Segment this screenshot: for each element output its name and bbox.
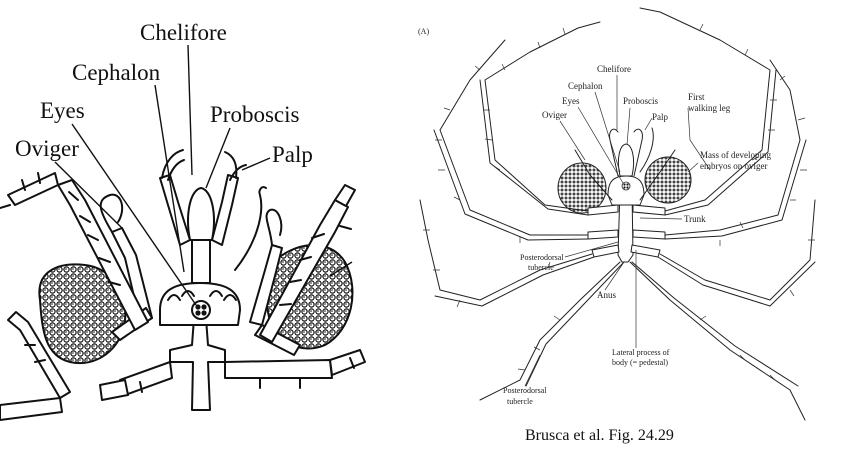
right-label-trunk: Trunk [684,214,706,224]
left-label-chelifore: Chelifore [140,20,227,45]
left-egg-mass-left [38,263,127,365]
left-label-palp: Palp [272,142,313,167]
right-label-eyes: Eyes [562,96,580,106]
right-label-posterodorsal-upper-line1: Posterodorsal [520,253,564,262]
right-label-palp: Palp [652,112,669,122]
right-label-proboscis: Proboscis [623,96,659,106]
left-anatomy-drawing: Chelifore Cephalon Eyes Proboscis Oviger… [0,20,366,421]
right-label-lateral-process-line1: Lateral process of [612,348,670,357]
right-label-posterodorsal-upper-line2: tubercle [528,263,554,272]
figure-caption: Brusca et al. Fig. 24.29 [525,427,674,444]
right-label-chelifore: Chelifore [597,64,631,74]
right-label-first-walking-leg-line1: First [688,92,705,102]
left-label-cephalon: Cephalon [72,60,161,85]
right-egg-mass-left [557,162,607,214]
right-label-anus: Anus [597,290,616,300]
right-anatomy-drawing: (A) [418,7,816,421]
right-label-first-walking-leg-line2: walking leg [688,103,731,113]
right-label-posterodorsal-lower-line2: tubercle [507,397,533,406]
right-label-embryo-mass-line2: embryos on oviger [700,161,768,171]
right-label-oviger: Oviger [542,110,567,120]
right-egg-mass-right [644,156,692,204]
panel-letter: (A) [418,27,429,36]
left-label-proboscis: Proboscis [210,102,300,127]
right-label-embryo-mass-line1: Mass of developing [700,150,771,160]
right-label-posterodorsal-lower-line1: Posterodorsal [503,386,547,395]
right-label-cephalon: Cephalon [568,81,603,91]
right-label-lateral-process-line2: body (= pedestal) [612,358,668,367]
left-label-eyes: Eyes [40,98,85,123]
left-label-oviger: Oviger [15,136,79,161]
